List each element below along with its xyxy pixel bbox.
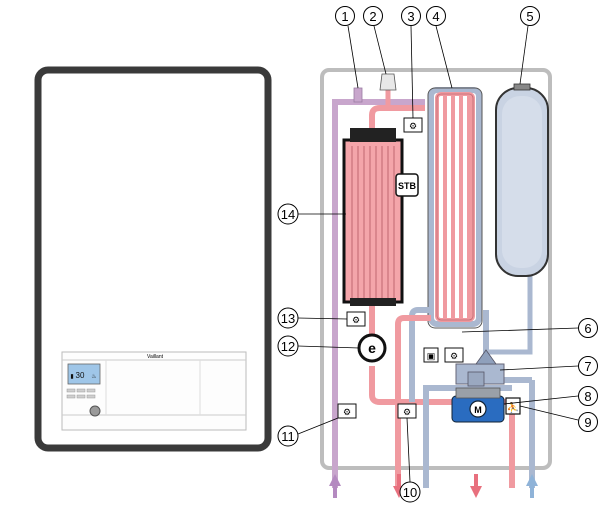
svg-text:3: 3 [407, 9, 414, 24]
display-value: 30 [76, 371, 85, 380]
callouts: 1 2 3 4 5 6 7 8 9 10 11 12 13 14 [277, 6, 598, 503]
svg-text:⚙: ⚙ [450, 351, 458, 361]
callout-11: 11 [277, 425, 299, 447]
panel-button[interactable] [76, 394, 86, 399]
lcd-display [67, 363, 101, 385]
sensor-10-icon: ⚙ [397, 403, 417, 419]
expansion-vessel [495, 83, 549, 277]
flow-sensor-icon: ▣ [423, 347, 439, 363]
svg-text:⚙: ⚙ [343, 407, 351, 417]
stb-label: STB [398, 181, 417, 191]
sensor-11-icon: ⚙ [337, 403, 357, 419]
callout-7: 7 [578, 356, 598, 376]
svg-text:⚙: ⚙ [403, 407, 411, 417]
boiler-schematic: STB e [277, 6, 598, 503]
svg-text:12: 12 [281, 339, 295, 354]
panel-button[interactable] [76, 388, 86, 393]
svg-text:7: 7 [584, 359, 591, 374]
svg-text:9: 9 [584, 415, 591, 430]
callout-12: 12 [277, 335, 299, 357]
svg-text:4: 4 [432, 9, 439, 24]
sensor-3-icon: ⚙ [403, 117, 423, 133]
svg-text:6: 6 [584, 321, 591, 336]
callout-4: 4 [426, 6, 446, 26]
panel-button[interactable] [86, 388, 96, 393]
temperature-sensors: ⚙ ⚙ ⚙ ▣ ⚙ ⚙ [337, 117, 464, 419]
stb-safety-thermostat [395, 173, 419, 197]
svg-text:▣: ▣ [427, 351, 436, 361]
panel-button[interactable] [66, 388, 76, 393]
pump-label: e [368, 340, 376, 356]
hot-water-outlet-pipe [395, 315, 431, 488]
callout-5: 5 [520, 6, 540, 26]
bleed-valve [353, 87, 363, 103]
svg-text:⚙: ⚙ [352, 315, 360, 325]
callout-2: 2 [363, 6, 383, 26]
panel-button[interactable] [86, 394, 96, 399]
heating-return-pipe [332, 99, 358, 488]
person-icon: ⛹ [507, 401, 519, 414]
svg-text:13: 13 [281, 311, 295, 326]
callout-13: 13 [277, 307, 299, 329]
callout-9: 9 [578, 412, 598, 432]
svg-text:2: 2 [369, 9, 376, 24]
leader-lines [297, 25, 579, 483]
svg-text:14: 14 [281, 207, 295, 222]
heating-flow-pipe [369, 366, 515, 488]
callout-14: 14 [277, 203, 299, 225]
brand-label: Vaillant [147, 354, 164, 360]
svg-text:8: 8 [584, 389, 591, 404]
arrow-down-red-icon [470, 474, 482, 498]
callout-3: 3 [401, 6, 421, 26]
arrow-up-blue-icon [526, 474, 538, 498]
callout-6: 6 [578, 318, 598, 338]
motor-label: M [474, 405, 482, 415]
sensor-6-icon: ⚙ [444, 347, 464, 363]
radiator-icon: ♨ [91, 373, 96, 380]
pressure-gauge-icon [89, 405, 101, 417]
panel-button[interactable] [66, 394, 76, 399]
panel-buttons [66, 388, 96, 399]
sensor-13-icon: ⚙ [346, 311, 366, 327]
svg-text:⚙: ⚙ [409, 121, 417, 131]
callout-8: 8 [578, 386, 598, 406]
svg-text:5: 5 [526, 9, 533, 24]
boiler-front-view: Vaillant 30 ♨ ▮ [34, 66, 272, 452]
heating-element-block [342, 128, 404, 306]
callout-1: 1 [335, 6, 355, 26]
plate-heat-exchanger [427, 87, 483, 329]
svg-text:10: 10 [403, 485, 417, 500]
svg-text:1: 1 [341, 9, 348, 24]
callout-10: 10 [399, 481, 421, 503]
svg-text:11: 11 [281, 429, 295, 444]
hot-pipe-top [369, 105, 425, 128]
flame-icon: ▮ [70, 374, 73, 380]
automatic-air-vent [379, 73, 397, 91]
flow-arrows [329, 474, 538, 498]
arrow-up-purple-icon [329, 474, 341, 498]
